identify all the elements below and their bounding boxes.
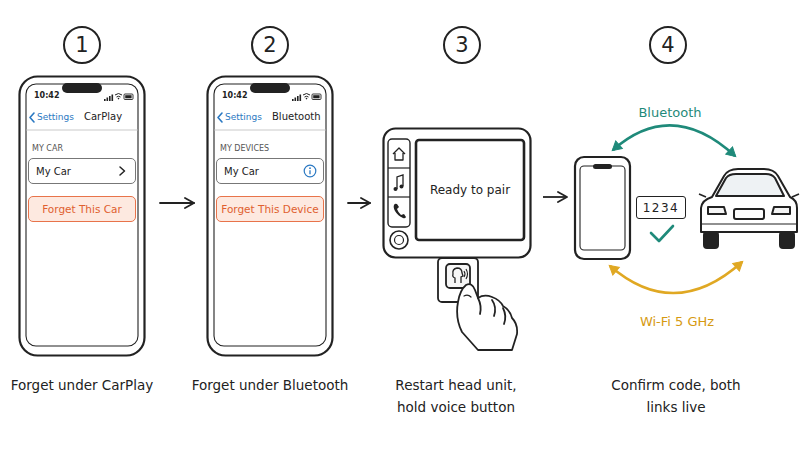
- step-caption: Forget under CarPlay: [2, 375, 162, 397]
- screen-message: Ready to pair: [420, 144, 520, 236]
- row-label: My Car: [36, 166, 71, 177]
- callout-number: 1: [75, 33, 88, 57]
- step-number: 4: [649, 26, 687, 64]
- code-digits: 1234: [643, 201, 680, 215]
- callout-number: 3: [455, 33, 468, 57]
- step-caption: Confirm code, both links live: [606, 375, 746, 418]
- info-icon: [303, 164, 317, 178]
- row-label: My Car: [224, 166, 259, 177]
- step-arrow: [543, 196, 567, 198]
- phone: 10:42Settings CarPlay MY CAR My CarForget T…: [18, 75, 146, 357]
- chevron-icon: [115, 164, 129, 178]
- wifi-link: [610, 262, 742, 293]
- hand: [457, 284, 517, 350]
- callout-number: 2: [263, 33, 276, 57]
- car: [699, 169, 799, 248]
- head-unit: Ready to pair: [382, 127, 532, 259]
- screen-title: Bluetooth: [272, 111, 321, 122]
- link-label: Bluetooth: [620, 103, 720, 124]
- callout-number: 4: [661, 33, 674, 57]
- link-label: Wi-Fi 5 GHz: [617, 312, 737, 333]
- pairing-code: 1234: [636, 196, 686, 219]
- screen-title: CarPlay: [84, 111, 122, 122]
- check-mark: [651, 226, 673, 241]
- step-number: 2: [251, 26, 289, 64]
- forget-button: Forget This Device: [216, 196, 324, 222]
- list-row: My Car: [216, 158, 324, 184]
- list-row: My Car: [28, 158, 136, 184]
- step-caption: Forget under Bluetooth: [180, 375, 360, 397]
- section-header: MY DEVICES: [220, 144, 269, 153]
- bluetooth-link: [613, 125, 735, 156]
- section-header: MY CAR: [32, 144, 63, 153]
- step-arrow: [348, 202, 370, 204]
- forget-button: Forget This Car: [28, 196, 136, 222]
- back-link: Settings: [225, 112, 262, 122]
- button-label: Forget This Car: [42, 203, 122, 215]
- back-link: Settings: [37, 112, 74, 122]
- button-label: Forget This Device: [221, 203, 319, 215]
- step-number: 1: [63, 26, 101, 64]
- status-time: 10:42: [222, 91, 247, 100]
- step-arrow: [160, 202, 194, 204]
- phone-icon: [575, 157, 630, 259]
- status-time: 10:42: [34, 91, 59, 100]
- phone: 10:42Settings Bluetooth MY DEVICES My CarFo…: [206, 75, 334, 357]
- step-number: 3: [443, 26, 481, 64]
- step-caption: Restart head unit, hold voice button: [380, 375, 532, 418]
